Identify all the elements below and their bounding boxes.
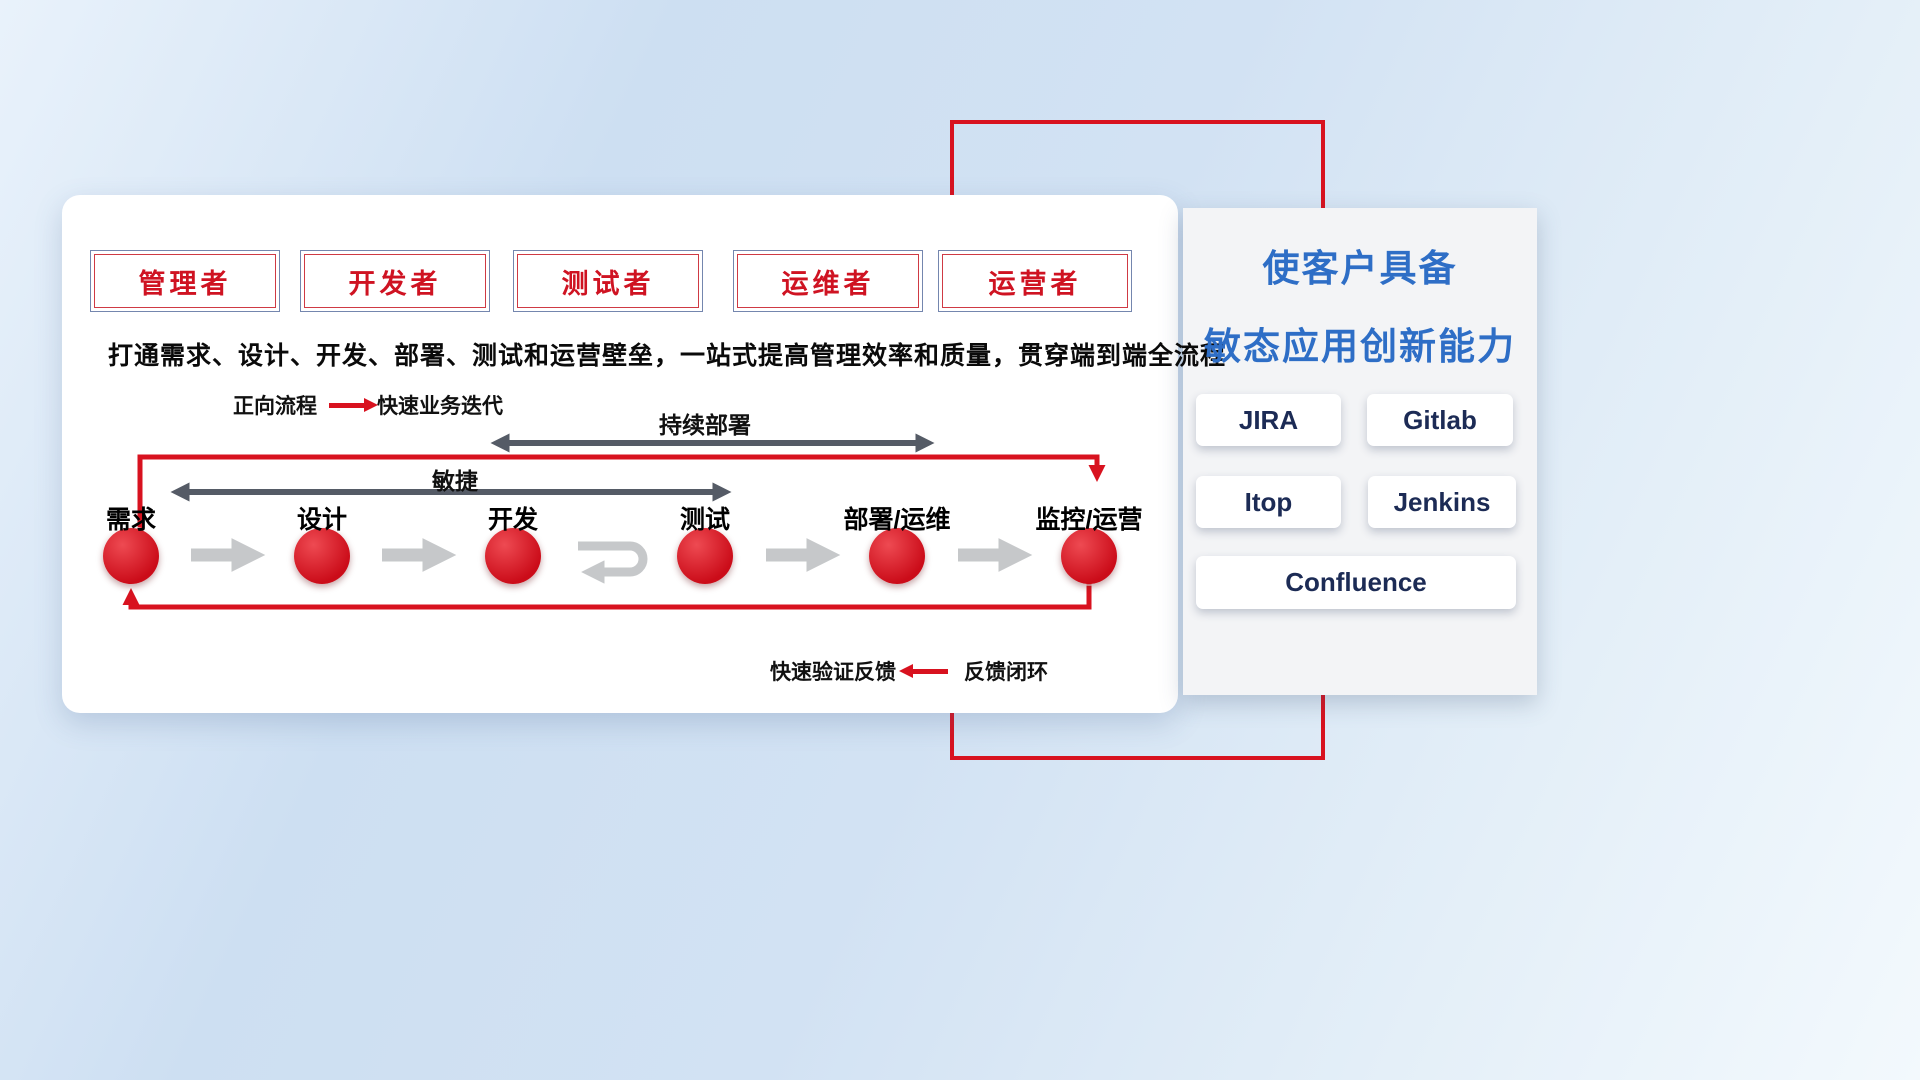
stage-label-requirements: 需求 bbox=[105, 506, 157, 534]
stage-node-icon bbox=[294, 528, 350, 584]
stage-node-icon bbox=[869, 528, 925, 584]
stage-node-icon bbox=[677, 528, 733, 584]
role-box-ops: 运维者 bbox=[733, 250, 923, 312]
stage-label-development: 开发 bbox=[487, 506, 539, 534]
role-label: 开发者 bbox=[348, 268, 442, 299]
red-left-arrow-icon bbox=[899, 663, 948, 678]
tool-box-jenkins: Jenkins bbox=[1368, 476, 1516, 528]
stage-label-testing: 测试 bbox=[679, 506, 731, 534]
forward-legend-desc: 快速业务迭代 bbox=[377, 395, 503, 418]
role-box-manager: 管理者 bbox=[90, 250, 280, 312]
capability-panel bbox=[1183, 208, 1537, 695]
role-label: 运维者 bbox=[781, 268, 875, 299]
role-box-developer: 开发者 bbox=[300, 250, 490, 312]
forward-legend-label: 正向流程 bbox=[233, 395, 317, 418]
tool-box-confluence: Confluence bbox=[1196, 556, 1516, 609]
tool-box-gitlab: Gitlab bbox=[1367, 394, 1513, 446]
agile-label: 敏捷 bbox=[432, 468, 478, 494]
role-label: 管理者 bbox=[138, 268, 232, 299]
tool-label: Itop bbox=[1244, 486, 1293, 517]
feedback-legend-label: 反馈闭环 bbox=[964, 661, 1048, 684]
tool-box-itop: Itop bbox=[1196, 476, 1341, 528]
stage-node-icon bbox=[485, 528, 541, 584]
tool-label: Confluence bbox=[1285, 567, 1427, 597]
capability-title-line2: 敏态应用创新能力 bbox=[1204, 326, 1516, 367]
stage-node-icon bbox=[103, 528, 159, 584]
feedback-legend: 快速验证反馈 反馈闭环 bbox=[770, 656, 1048, 686]
capability-title-line1: 使客户具备 bbox=[1262, 248, 1458, 289]
feedback-legend-desc: 快速验证反馈 bbox=[770, 661, 896, 684]
red-right-arrow-icon bbox=[329, 397, 378, 412]
role-label: 运营者 bbox=[988, 268, 1082, 299]
tool-label: Gitlab bbox=[1403, 404, 1477, 435]
continuous-deploy-label: 持续部署 bbox=[659, 412, 751, 438]
tool-label: JIRA bbox=[1238, 404, 1299, 435]
role-box-tester: 测试者 bbox=[513, 250, 703, 312]
stage-label-deploy-ops: 部署/运维 bbox=[843, 506, 951, 534]
stage-label-design: 设计 bbox=[296, 506, 348, 534]
role-box-operator: 运营者 bbox=[938, 250, 1132, 312]
forward-legend: 正向流程 快速业务迭代 bbox=[233, 390, 503, 420]
panel-subtitle: 打通需求、设计、开发、部署、测试和运营壁垒，一站式提高管理效率和质量，贯穿端到端… bbox=[108, 342, 1227, 370]
tool-box-jira: JIRA bbox=[1196, 394, 1341, 446]
stage-label-monitor-operate: 监控/运营 bbox=[1035, 506, 1143, 534]
tool-label: Jenkins bbox=[1393, 486, 1491, 517]
role-label: 测试者 bbox=[561, 268, 655, 299]
stage-node-icon bbox=[1061, 528, 1117, 584]
